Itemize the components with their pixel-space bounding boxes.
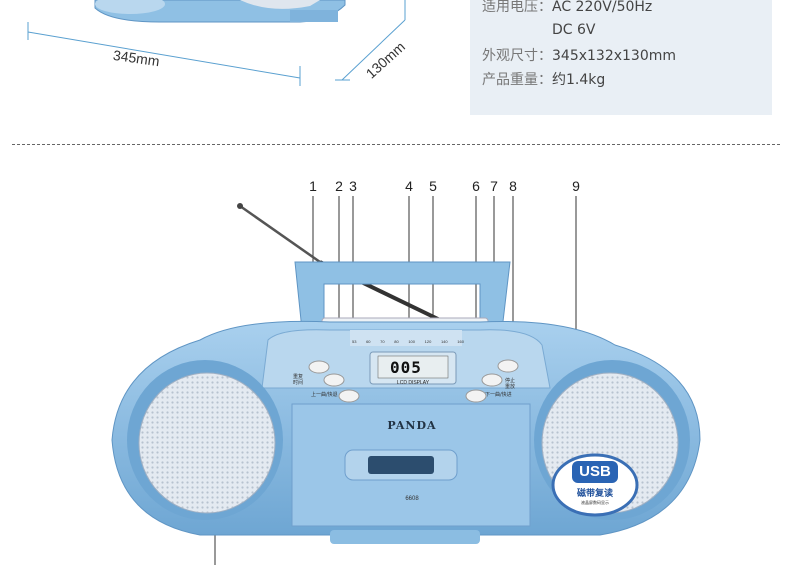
speaker-partial-left (95, 0, 165, 14)
spec-label: 外观尺寸： (482, 48, 552, 64)
freq-tick-label: 140 (440, 339, 448, 344)
spec-row-voltage: 适用电压：AC 220V/50Hz (482, 0, 652, 16)
callout-number: 1 (309, 178, 317, 194)
callout-number: 7 (490, 178, 498, 194)
freq-tick-label: 70 (380, 339, 385, 344)
callout-number: 6 (472, 178, 480, 194)
spec-label: 适用电压： (482, 0, 552, 15)
antenna (239, 204, 321, 264)
frequency-labels: 53 60 70 80 100 120 140 160 (352, 339, 464, 344)
replay-button-label: 重复 时间 (293, 374, 304, 386)
spec-label: 产品重量： (482, 72, 552, 88)
next-button-label: 下一曲/快进 (485, 392, 512, 398)
spec-value: AC 220V/50Hz (552, 0, 653, 15)
spec-row-dc: DC 6V (552, 22, 596, 38)
device-feet (330, 530, 480, 544)
usb-caption: 液晶屏数码显示 (581, 500, 609, 505)
freq-tick-label: 160 (457, 339, 464, 344)
control-buttons (308, 359, 519, 403)
lcd-screen (377, 355, 449, 379)
freq-tick-label: 120 (424, 339, 432, 344)
depth-dimension-line (341, 19, 406, 81)
brand-logo: PANDA (387, 419, 437, 432)
callout-number: 2 (335, 178, 343, 194)
lcd-readout: 005 (390, 358, 422, 377)
callout-number: 3 (349, 178, 357, 194)
spec-value: DC 6V (552, 22, 596, 38)
freq-tick-label: 80 (394, 339, 399, 344)
freq-tick-label: 53 (352, 339, 357, 344)
freq-tick-label: 100 (408, 339, 415, 344)
speaker-partial-right (240, 0, 320, 9)
device-foot (290, 10, 338, 22)
callout-number: 5 (429, 178, 437, 194)
spec-row-size: 外观尺寸：345x132x130mm (482, 45, 676, 65)
prev-button-label: 上一曲/快退 (311, 392, 338, 398)
spec-panel: 适用电压：AC 220V/50Hz DC 6V 外观尺寸：345x132x130… (470, 0, 772, 115)
left-speaker-grille (138, 372, 276, 514)
usb-subtitle: 磁带复读 (576, 489, 613, 499)
frequency-scale (350, 330, 462, 346)
spec-value: 约1.4kg (552, 72, 606, 88)
stop-button-label: 停止 重放 (505, 378, 516, 390)
width-dimension-line (27, 31, 301, 79)
callout-number: 4 (405, 178, 413, 194)
top-dimension-illustration (27, 0, 406, 86)
usb-label: USB (579, 463, 611, 480)
callout-number: 8 (509, 178, 517, 194)
freq-tick-label: 60 (366, 339, 371, 344)
callout-number: 9 (572, 178, 580, 194)
spec-value: 345x132x130mm (552, 48, 677, 64)
lcd-caption: LCD DISPLAY (396, 380, 430, 386)
section-divider (12, 144, 780, 145)
spec-row-weight: 产品重量：约1.4kg (482, 69, 605, 89)
cassette-window (368, 456, 434, 474)
model-number: 6608 (405, 496, 419, 502)
